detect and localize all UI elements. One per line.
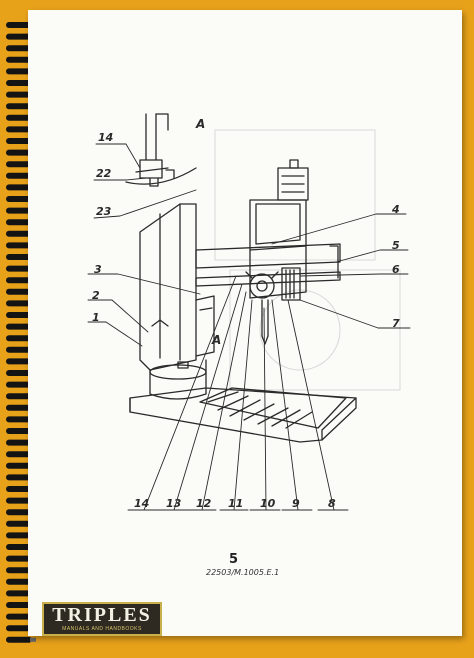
binding-loop	[6, 312, 32, 318]
binding-loop	[6, 509, 32, 516]
binding-loop	[6, 323, 32, 330]
binding-loop	[6, 404, 32, 411]
binding-loop	[6, 358, 32, 365]
callout-9: 9	[292, 497, 300, 510]
binding-loop	[6, 370, 32, 376]
binding-loop	[6, 636, 32, 643]
binding-loop	[6, 602, 32, 608]
binding-loop	[6, 439, 32, 446]
binding-loop	[6, 161, 32, 168]
binding-loop	[6, 520, 32, 527]
page-number: 5	[229, 552, 239, 567]
binding-loop	[6, 532, 32, 539]
logo-wordmark: TRIPLES	[52, 604, 152, 626]
binding-loop	[6, 184, 32, 191]
binding-loop	[6, 346, 32, 353]
binding-loop	[6, 497, 32, 504]
callout-4: 4	[392, 203, 400, 216]
binding-loop	[6, 416, 32, 423]
binding-loop	[6, 68, 32, 75]
callout-7: 7	[392, 317, 400, 330]
detail-a	[125, 113, 197, 187]
spiral-binding	[6, 22, 36, 643]
callout-2: 2	[92, 289, 100, 302]
binding-loop	[6, 288, 32, 295]
binding-loop	[6, 172, 32, 179]
binding-loop	[6, 103, 32, 110]
binding-loop	[6, 196, 32, 202]
callout-13: 13	[166, 497, 182, 510]
binding-loop	[6, 567, 32, 574]
binding-loop	[6, 242, 32, 249]
binding-loop	[6, 544, 32, 550]
binding-loop	[6, 138, 32, 144]
binding-loop	[6, 149, 32, 156]
binding-loop	[6, 230, 32, 237]
logo-tagline: MANUALS AND HANDBOOKS	[62, 626, 142, 632]
callout-6: 6	[392, 263, 400, 276]
binding-loop	[6, 393, 32, 400]
binding-loop	[6, 265, 32, 272]
binding-loop	[6, 277, 32, 284]
binding-loop	[6, 335, 32, 342]
binding-loop	[6, 300, 32, 307]
binding-loop	[6, 45, 32, 52]
binding-loop	[6, 451, 32, 458]
callout-14-bottom: 14	[134, 497, 150, 510]
callout-12: 12	[196, 497, 212, 510]
binding-loop	[6, 381, 32, 388]
binding-loop	[6, 80, 32, 86]
binding-loop	[6, 114, 32, 121]
binding-loop	[6, 474, 32, 481]
binding-loop	[6, 219, 32, 226]
radial-drill-drawing	[87, 113, 411, 511]
callout-8: 8	[328, 497, 336, 510]
callout-23: 23	[96, 205, 112, 218]
binding-loop	[6, 22, 32, 28]
binding-loop	[6, 33, 32, 40]
binding-loop	[6, 462, 32, 469]
callout-22: 22	[96, 167, 112, 180]
binding-loop	[6, 254, 32, 260]
callout-1: 1	[92, 311, 100, 324]
binding-loop	[6, 613, 32, 620]
view-a-label-top: A	[196, 117, 206, 131]
binding-loop	[6, 56, 32, 63]
binding-loop	[6, 486, 32, 492]
binding-loop	[6, 625, 32, 632]
view-a-label-side: A	[212, 333, 222, 347]
binding-loop	[6, 91, 32, 98]
binding-loop	[6, 555, 32, 562]
binding-hole	[30, 637, 36, 642]
binding-loop	[6, 207, 32, 214]
callout-3: 3	[94, 263, 102, 276]
callout-10: 10	[260, 497, 276, 510]
document-code: 22503/M.1005.E.1	[206, 568, 280, 577]
binding-loop	[6, 126, 32, 133]
callout-5: 5	[392, 239, 400, 252]
binding-loop	[6, 428, 32, 434]
triples-logo: TRIPLES MANUALS AND HANDBOOKS	[42, 602, 162, 636]
callout-11: 11	[228, 497, 244, 510]
callout-14-top: 14	[98, 131, 114, 144]
binding-loop	[6, 590, 32, 597]
manual-page	[28, 10, 462, 636]
binding-loop	[6, 578, 32, 585]
